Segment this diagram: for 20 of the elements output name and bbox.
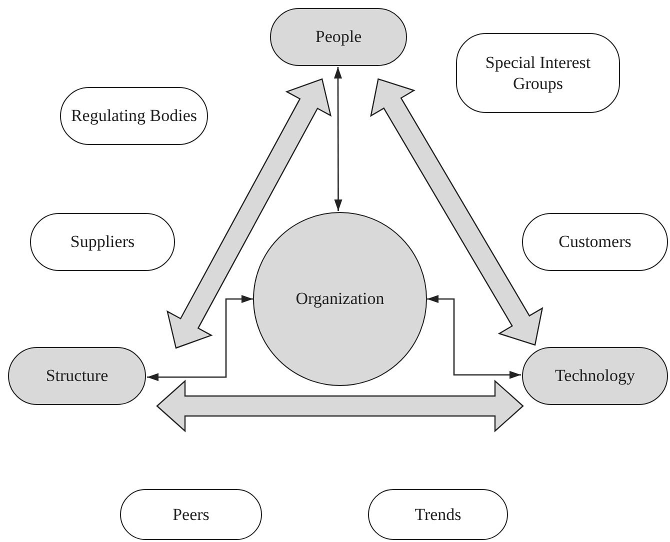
node-label: Suppliers	[70, 231, 135, 253]
node-label: Trends	[414, 504, 462, 526]
double-block-arrow	[156, 380, 524, 432]
node-label: Organization	[296, 288, 384, 310]
rounded-node	[120, 489, 262, 540]
double-arrow	[334, 67, 342, 211]
rounded-node	[456, 33, 620, 113]
double-block-arrow	[370, 78, 544, 346]
node-label: Special Interest Groups	[484, 52, 592, 94]
node-label: Technology	[554, 365, 635, 387]
rounded-node	[368, 489, 508, 540]
node-label: Peers	[172, 504, 210, 526]
node-label: People	[315, 26, 362, 48]
double-block-arrow	[166, 78, 332, 349]
rounded-node	[522, 347, 668, 405]
node-label: Structure	[46, 365, 108, 387]
double-arrow	[427, 294, 521, 379]
node-label: Regulating Bodies	[70, 105, 198, 127]
node-label: Customers	[558, 231, 632, 253]
double-arrow	[147, 294, 253, 382]
